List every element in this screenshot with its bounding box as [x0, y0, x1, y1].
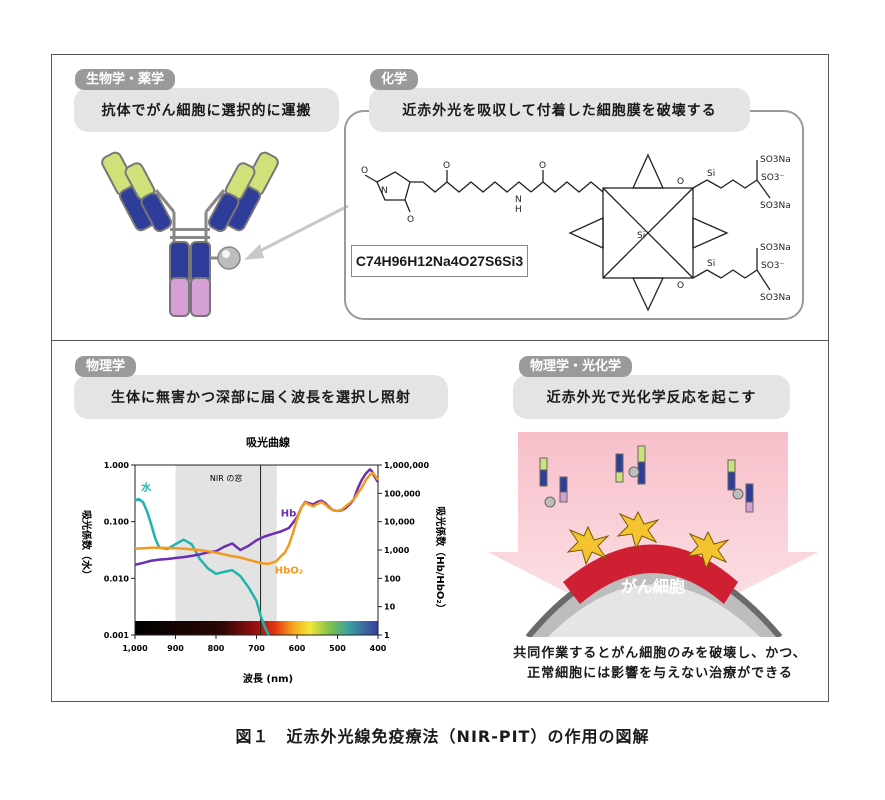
group-so3na-2: SO3Na	[760, 201, 791, 211]
atom-o-6: O	[677, 281, 684, 291]
panel-divider	[51, 340, 829, 341]
cancer-cell	[563, 544, 738, 604]
y-right-label: 吸光係数（Hb/HbO₂）	[434, 506, 447, 614]
x-tick-label: 900	[167, 644, 184, 653]
x-tick-label: 400	[370, 644, 387, 653]
burst-icon	[566, 510, 730, 570]
nir-window-label: NIR の窓	[210, 473, 242, 483]
chemistry-tag: 化学	[370, 69, 419, 90]
atom-n-2: N	[515, 195, 522, 205]
physics-description: 生体に無害かつ深部に届く波長を選択し照射	[74, 375, 448, 419]
x-axis-label: 波長 (nm)	[243, 672, 293, 685]
ir700-structure: N O O O N H O Si O O Si Si SO3Na SO3⁻ SO…	[361, 153, 791, 312]
series-line-0	[134, 497, 270, 636]
atom-o-3: O	[443, 161, 450, 171]
x-tick-label: 1,000	[122, 644, 148, 653]
photochem-tag: 物理学・光化学	[519, 356, 633, 377]
link-arrow	[244, 204, 349, 260]
series-label-hbo2: HbO₂	[275, 565, 303, 576]
y-right-tick-label: 10,000	[384, 518, 415, 527]
group-so3na-1: SO3Na	[760, 155, 791, 165]
atom-si-3: Si	[707, 259, 715, 269]
y-left-tick-label: 0.010	[104, 574, 130, 583]
photochem-description: 近赤外光で光化学反応を起こす	[513, 375, 790, 419]
atom-o-2: O	[407, 215, 414, 225]
group-so3m-2: SO3⁻	[761, 261, 785, 271]
group-so3na-3: SO3Na	[760, 243, 791, 253]
x-tick-label: 500	[329, 644, 346, 653]
y-left-label: 吸光係数（水）	[80, 510, 93, 580]
y-right-tick-label: 1	[384, 631, 390, 640]
group-so3na-4: SO3Na	[760, 293, 791, 303]
cancer-cell-label: がん細胞	[621, 577, 685, 596]
absorption-chart: 吸光曲線 NIR の窓 1,000 900 800 700 600 500 400 1.000…	[80, 435, 447, 685]
result-line-1: 共同作業するとがん細胞のみを破壊し、かつ、	[513, 646, 807, 661]
y-right-tick-label: 1,000	[384, 546, 410, 555]
physics-tag: 物理学	[75, 356, 137, 377]
biology-description: 抗体でがん細胞に選択的に運搬	[74, 88, 339, 132]
group-so3m-1: SO3⁻	[761, 173, 785, 183]
figure-frame	[51, 54, 829, 702]
y-left-tick-label: 1.000	[104, 461, 130, 470]
atom-o-1: O	[361, 166, 368, 176]
y-right-tick-label: 100	[384, 574, 401, 583]
y-right-tick-label: 10	[384, 603, 396, 612]
chart-title: 吸光曲線	[246, 435, 290, 449]
result-line-2: 正常細胞には影響を与えない治療ができる	[527, 666, 793, 681]
y-right-tick-label: 1,000,000	[384, 461, 429, 470]
y-left-tick-label: 0.001	[104, 631, 130, 640]
atom-si-2: Si	[707, 169, 715, 179]
biology-tag: 生物学・薬学	[75, 69, 176, 90]
x-tick-label: 600	[289, 644, 306, 653]
figure-caption: 図１ 近赤外光線免疫療法（NIR-PIT）の作用の図解	[235, 727, 650, 746]
molecular-formula: C74H96H12Na4O27S6Si3	[351, 245, 528, 277]
y-left-tick-label: 0.100	[104, 518, 130, 527]
antibody-icon	[539, 445, 754, 513]
atom-h-1: H	[515, 205, 522, 215]
atom-si-1: Si	[637, 231, 645, 241]
atom-n-1: N	[381, 186, 388, 196]
chemistry-description: 近赤外光を吸収して付着した細胞膜を破壊する	[369, 88, 750, 132]
x-tick-label: 800	[208, 644, 225, 653]
antibody-illustration	[101, 151, 279, 317]
pit-illustration: がん細胞	[488, 432, 818, 637]
series-label-hb: Hb	[281, 509, 297, 520]
x-tick-label: 700	[248, 644, 265, 653]
spectrum-bar	[135, 621, 378, 635]
series-line-2	[134, 471, 380, 565]
series-label-water: 水	[140, 481, 152, 494]
atom-o-4: O	[539, 161, 546, 171]
y-right-tick-label: 100,000	[384, 489, 421, 498]
atom-o-5: O	[677, 177, 684, 187]
